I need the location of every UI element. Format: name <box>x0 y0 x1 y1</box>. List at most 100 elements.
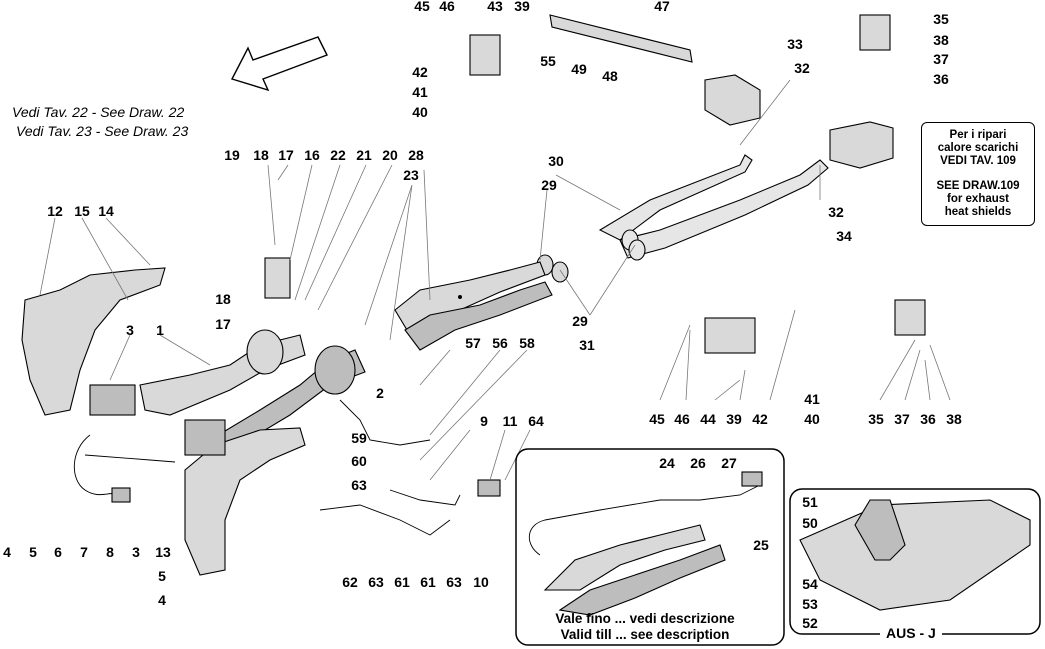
svg-text:8: 8 <box>106 544 114 560</box>
right-bracket <box>894 299 926 336</box>
svg-text:57: 57 <box>465 335 481 351</box>
svg-text:7: 7 <box>80 544 88 560</box>
top-bracket <box>469 34 501 76</box>
svg-text:39: 39 <box>726 411 742 427</box>
svg-text:64: 64 <box>528 413 544 429</box>
callout-labels: 45 46 43 39 47 35 55 49 48 38 42 33 32 3… <box>3 0 962 608</box>
heat-shield-note: Per i ripari calore scarichi VEDI TAV. 1… <box>921 122 1035 226</box>
svg-text:45: 45 <box>414 0 430 14</box>
svg-text:21: 21 <box>356 147 372 163</box>
aus-labels: 51 50 54 53 52 <box>802 494 818 631</box>
muffler-top <box>704 74 761 126</box>
svg-text:36: 36 <box>920 411 936 427</box>
pre-cat-lower <box>314 345 356 395</box>
svg-text:42: 42 <box>752 411 768 427</box>
svg-text:18: 18 <box>253 147 269 163</box>
svg-text:22: 22 <box>330 147 346 163</box>
heat-shield-bracket <box>854 499 906 561</box>
inset-sensor-wire <box>528 484 761 556</box>
manifold-right <box>184 427 306 576</box>
svg-text:52: 52 <box>802 615 818 631</box>
svg-text:63: 63 <box>368 574 384 590</box>
muffler-right <box>829 121 894 169</box>
svg-text:43: 43 <box>487 0 503 14</box>
svg-text:4: 4 <box>3 544 11 560</box>
svg-text:35: 35 <box>868 411 884 427</box>
svg-text:38: 38 <box>946 411 962 427</box>
svg-text:15: 15 <box>74 203 90 219</box>
svg-text:63: 63 <box>446 574 462 590</box>
y-pipe-upper <box>598 154 753 241</box>
svg-text:33: 33 <box>787 36 803 52</box>
svg-text:46: 46 <box>674 411 690 427</box>
inset-caption-en: Valid till ... see description <box>560 627 730 642</box>
svg-text:24: 24 <box>659 455 675 471</box>
svg-text:5: 5 <box>158 568 166 584</box>
svg-text:53: 53 <box>802 596 818 612</box>
svg-text:2: 2 <box>376 385 384 401</box>
svg-text:40: 40 <box>412 104 428 120</box>
svg-text:27: 27 <box>721 455 737 471</box>
manifold-flange-right <box>184 419 226 456</box>
svg-text:13: 13 <box>155 544 171 560</box>
svg-text:35: 35 <box>933 11 949 27</box>
svg-text:55: 55 <box>540 53 556 69</box>
svg-text:3: 3 <box>126 322 134 338</box>
note-en-line1: SEE DRAW.109 <box>936 180 1020 192</box>
svg-text:54: 54 <box>802 576 818 592</box>
svg-text:56: 56 <box>492 335 508 351</box>
pre-cat-upper <box>246 329 284 375</box>
svg-text:63: 63 <box>351 477 367 493</box>
svg-text:42: 42 <box>412 64 428 80</box>
reference-draw-22: Vedi Tav. 22 - See Draw. 22 <box>12 104 185 120</box>
mid-bracket <box>704 317 756 354</box>
note-it-line3: VEDI TAV. 109 <box>940 155 1016 167</box>
y-pipe-lower <box>619 159 829 259</box>
crossmember <box>549 14 693 63</box>
inset-labels: 24 26 27 25 <box>659 455 769 553</box>
svg-text:16: 16 <box>304 147 320 163</box>
svg-text:46: 46 <box>439 0 455 14</box>
leader-lines <box>39 79 951 481</box>
svg-text:25: 25 <box>753 537 769 553</box>
svg-text:4: 4 <box>158 592 166 608</box>
note-en-line3: heat shields <box>944 206 1012 218</box>
svg-text:10: 10 <box>473 574 489 590</box>
direction-arrow <box>230 36 328 92</box>
svg-text:26: 26 <box>690 455 706 471</box>
svg-text:19: 19 <box>224 147 240 163</box>
sensor-bracket <box>477 479 501 497</box>
svg-text:30: 30 <box>548 153 564 169</box>
sensor-wire-left <box>73 434 176 496</box>
svg-text:58: 58 <box>519 335 535 351</box>
svg-text:20: 20 <box>382 147 398 163</box>
svg-text:17: 17 <box>215 316 231 332</box>
sensor-connector-left <box>111 487 131 503</box>
svg-text:61: 61 <box>394 574 410 590</box>
svg-text:51: 51 <box>802 494 818 510</box>
svg-text:12: 12 <box>47 203 63 219</box>
svg-text:36: 36 <box>933 71 949 87</box>
manifold-left <box>21 267 166 416</box>
svg-text:5: 5 <box>29 544 37 560</box>
inset-cat-lower <box>558 544 726 616</box>
inset-caption-it: Vale fino ... vedi descrizione <box>555 611 735 626</box>
note-it-line2: calore scarichi <box>937 142 1019 154</box>
catalytic-converter-lower <box>404 281 553 351</box>
reference-draw-23: Vedi Tav. 23 - See Draw. 23 <box>16 123 189 139</box>
sensor-wire-right <box>339 399 461 506</box>
svg-text:32: 32 <box>794 60 810 76</box>
svg-text:59: 59 <box>351 430 367 446</box>
manifold-flange-left <box>89 384 136 416</box>
svg-text:11: 11 <box>503 413 518 429</box>
svg-text:62: 62 <box>342 574 358 590</box>
svg-text:18: 18 <box>215 291 231 307</box>
svg-text:1: 1 <box>156 322 164 338</box>
svg-text:3: 3 <box>132 544 140 560</box>
svg-text:37: 37 <box>894 411 910 427</box>
svg-text:31: 31 <box>579 337 595 353</box>
top-right-bracket <box>859 14 891 51</box>
svg-text:41: 41 <box>804 391 820 407</box>
